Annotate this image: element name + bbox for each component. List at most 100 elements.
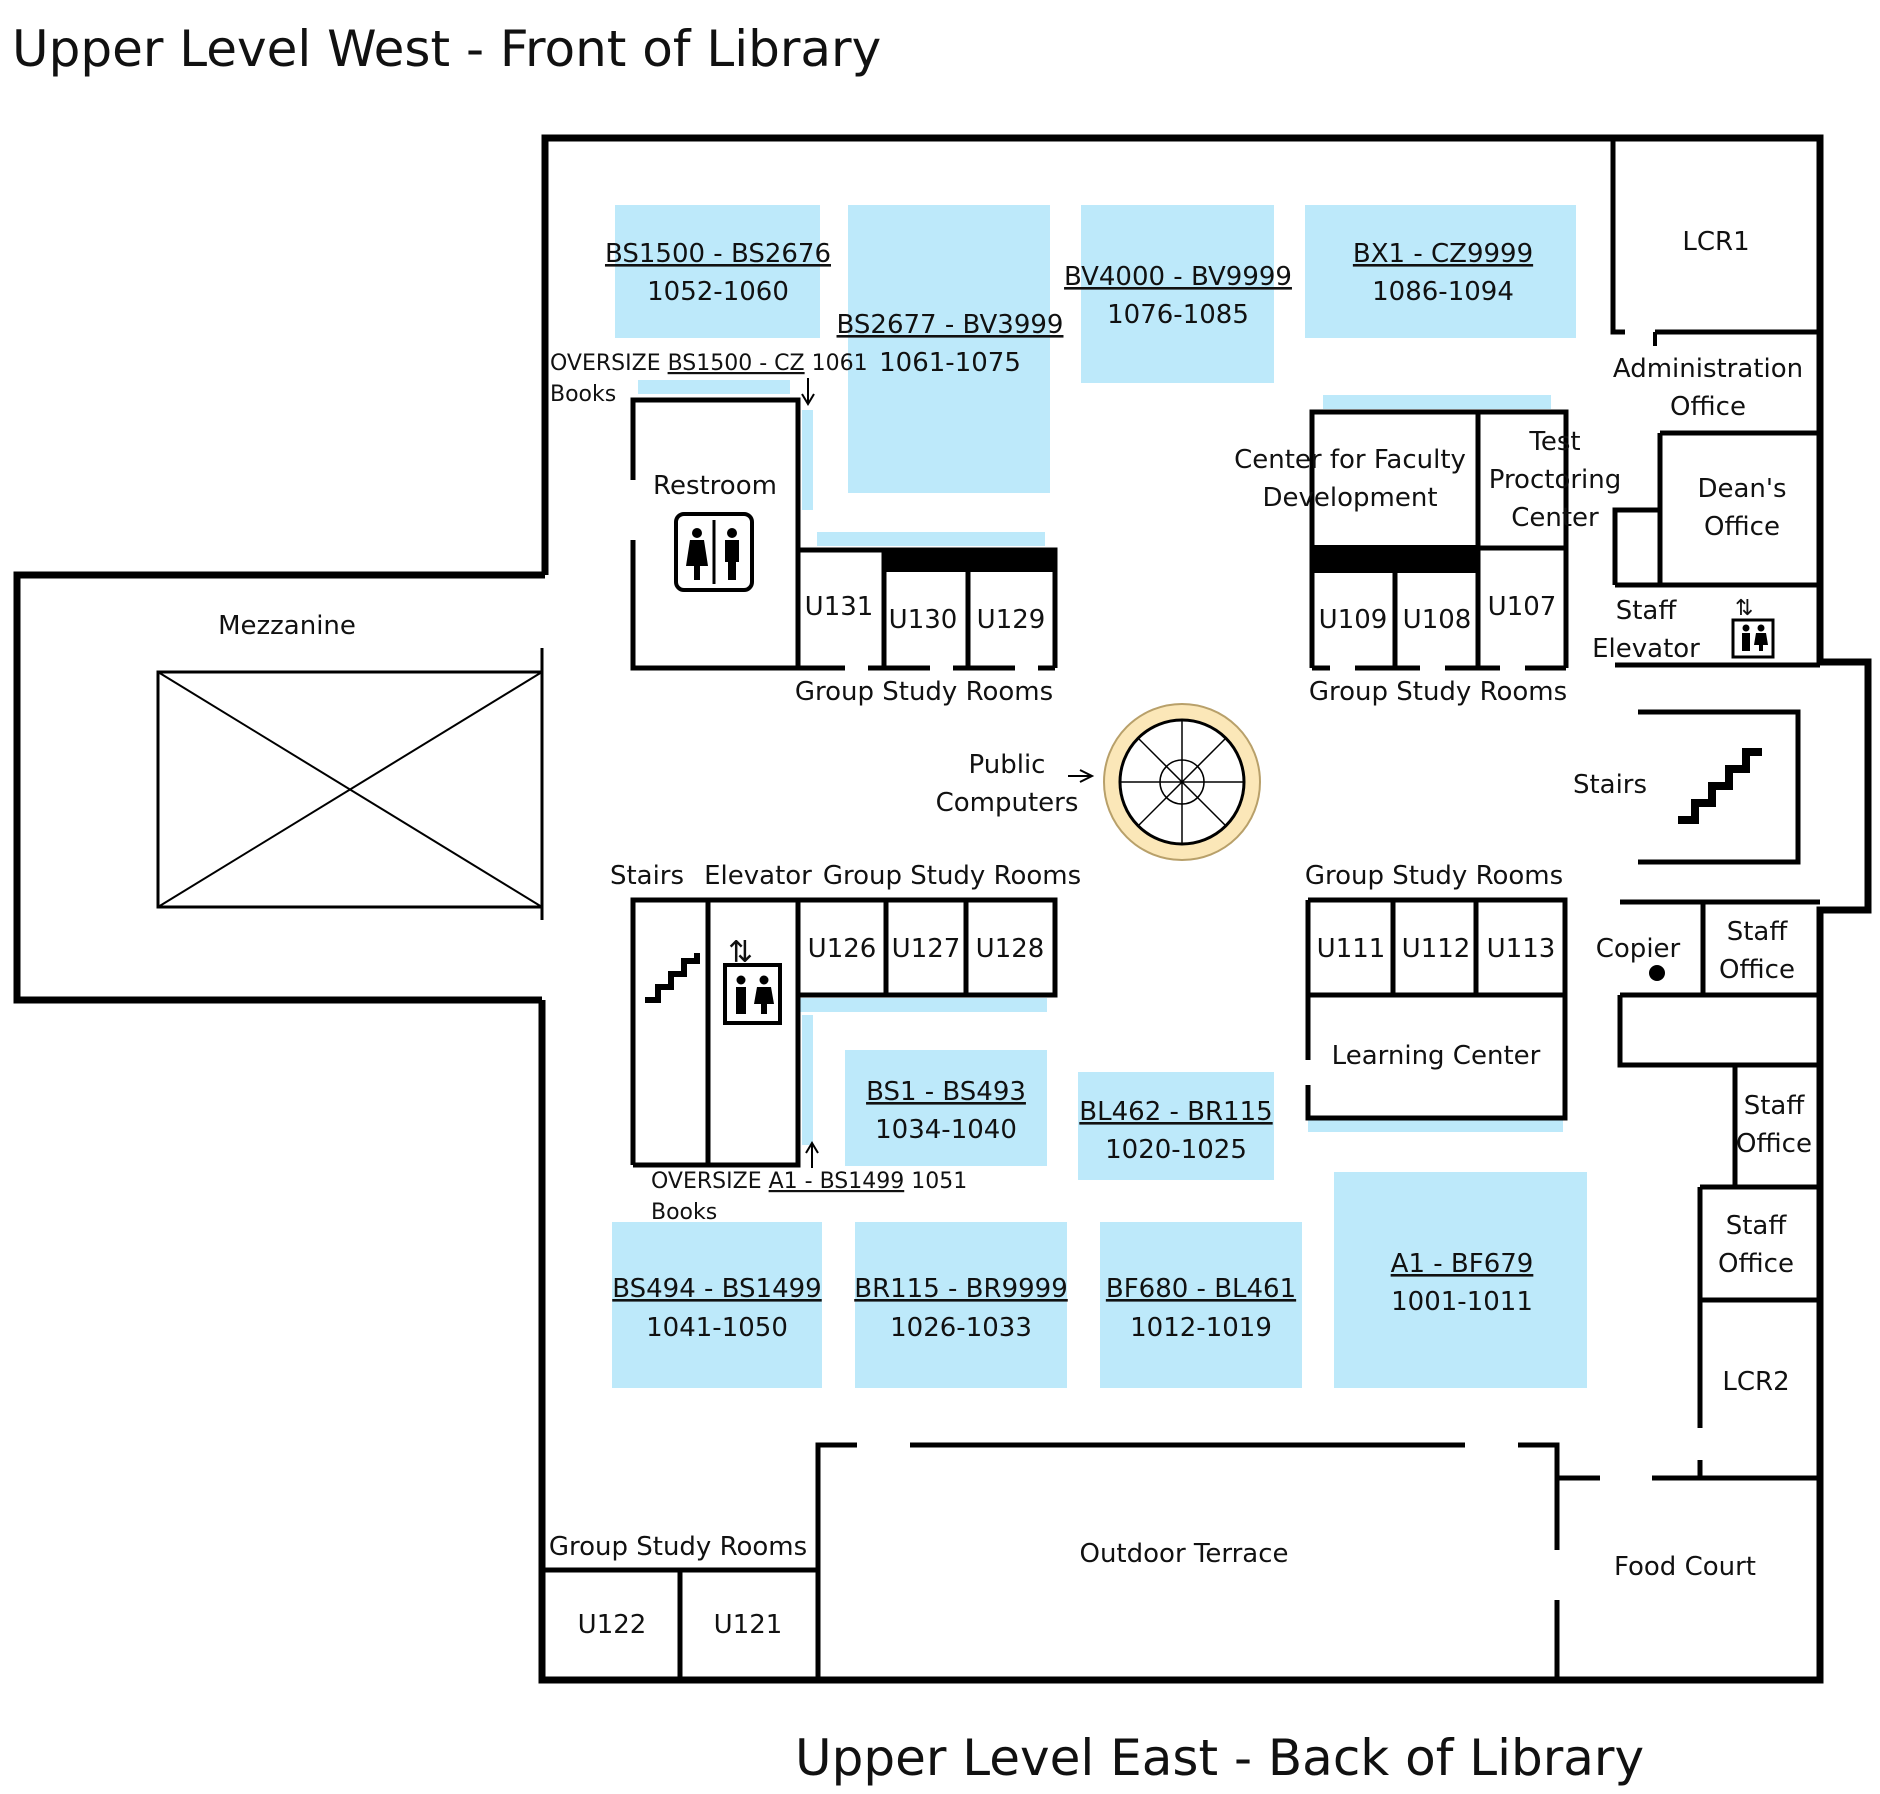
elevator-arrows-icon: ⇅ bbox=[728, 935, 753, 970]
restroom-icon bbox=[692, 528, 702, 538]
map-title-bottom: Upper Level East - Back of Library bbox=[795, 1729, 1644, 1787]
study-room[interactable]: U107 bbox=[1488, 592, 1557, 622]
study-room[interactable]: U122 bbox=[578, 1610, 647, 1640]
room-label-admin: Office bbox=[1670, 392, 1746, 422]
mezzanine-wall bbox=[13, 571, 545, 1004]
staff-office-wall bbox=[1697, 1187, 1820, 1303]
shelf-area[interactable] bbox=[615, 205, 820, 338]
room-label-admin: Administration bbox=[1613, 354, 1803, 384]
room-label-staff-elevator: Staff bbox=[1616, 596, 1678, 626]
shelf-rows: 1034-1040 bbox=[875, 1115, 1017, 1145]
stairs-icon bbox=[645, 953, 700, 1003]
shelf-range: BR115 - BR9999 bbox=[854, 1274, 1068, 1304]
mezzanine-void bbox=[156, 670, 544, 909]
room-label-stairs: Stairs bbox=[1573, 770, 1647, 800]
room-label-test: Proctoring bbox=[1489, 465, 1622, 495]
elevator-icon bbox=[1757, 624, 1765, 632]
dean-wall bbox=[1657, 433, 1820, 588]
shelf-rows: 1061-1075 bbox=[879, 348, 1021, 378]
room-label-public-computers: Public bbox=[969, 750, 1046, 780]
shelf-rows: 1076-1085 bbox=[1107, 300, 1249, 330]
gsr-label: Group Study Rooms bbox=[1309, 677, 1567, 707]
room-label-dean: Office bbox=[1704, 512, 1780, 542]
room-label-staff-elevator: Elevator bbox=[1592, 634, 1700, 664]
shelf-area[interactable] bbox=[1100, 1222, 1302, 1388]
shelf-rows: 1001-1011 bbox=[1391, 1287, 1533, 1317]
room-label-dean: Dean's bbox=[1697, 474, 1786, 504]
room-label-staff-office: Staff bbox=[1744, 1091, 1806, 1121]
room-label-staff-office: Office bbox=[1719, 955, 1795, 985]
shelf-area[interactable] bbox=[848, 205, 1050, 493]
copier-icon bbox=[1649, 965, 1665, 981]
room-label-staff-office: Staff bbox=[1727, 917, 1789, 947]
elevator-icon bbox=[736, 975, 746, 985]
gsr-label: Group Study Rooms bbox=[1305, 861, 1563, 891]
study-room[interactable]: U111 bbox=[1317, 934, 1386, 964]
stairs-east-wall bbox=[1638, 709, 1801, 865]
shelf-rows: 1086-1094 bbox=[1372, 277, 1514, 307]
shelf-area[interactable] bbox=[1078, 1072, 1274, 1180]
room-label-test: Center bbox=[1511, 503, 1599, 533]
elevator-arrows-icon: ⇅ bbox=[1735, 596, 1753, 621]
shelf-area[interactable] bbox=[1081, 205, 1274, 383]
shelf-range: BX1 - CZ9999 bbox=[1353, 239, 1533, 269]
shelf-strip bbox=[800, 998, 1047, 1012]
study-room[interactable]: U129 bbox=[977, 605, 1046, 635]
shelf-area[interactable] bbox=[845, 1050, 1047, 1166]
gsr-label: Group Study Rooms bbox=[823, 861, 1081, 891]
room-label-public-computers: Computers bbox=[936, 788, 1079, 818]
shelf-range: BS1500 - BS2676 bbox=[605, 239, 831, 269]
study-room[interactable]: U127 bbox=[892, 934, 961, 964]
shelf-range: BF680 - BL461 bbox=[1106, 1274, 1296, 1304]
gsr-wall bbox=[1305, 897, 1568, 1121]
study-room[interactable]: U126 bbox=[808, 934, 877, 964]
restroom-icon bbox=[727, 528, 737, 538]
oversize-label: OVERSIZE A1 - BS1499 1051 bbox=[651, 1169, 967, 1194]
room-label-staff-office: Office bbox=[1718, 1249, 1794, 1279]
restroom-icon bbox=[686, 540, 708, 580]
room-label-food-court: Food Court bbox=[1614, 1552, 1756, 1582]
shelf-area[interactable] bbox=[612, 1222, 822, 1388]
shelf-area[interactable] bbox=[855, 1222, 1067, 1388]
study-room[interactable]: U121 bbox=[714, 1610, 783, 1640]
elevator-icon bbox=[1742, 633, 1750, 651]
oversize-label: OVERSIZE BS1500 - CZ 1061 bbox=[550, 351, 868, 376]
oversize-books-label: Books bbox=[550, 382, 616, 407]
study-room[interactable]: U109 bbox=[1319, 605, 1388, 635]
elevator-icon bbox=[1731, 618, 1775, 659]
shelf-range: A1 - BF679 bbox=[1391, 1249, 1534, 1279]
elevator-icon bbox=[1742, 624, 1750, 632]
shelf-rows: 1026-1033 bbox=[890, 1313, 1032, 1343]
shelf-range: BV4000 - BV9999 bbox=[1064, 262, 1292, 292]
shelf-strip bbox=[817, 532, 1045, 546]
staff-office-wall bbox=[1617, 995, 1738, 1185]
oversize-books-label: Books bbox=[651, 1200, 717, 1225]
elevator-icon bbox=[759, 975, 769, 985]
shelf-rows: 1041-1050 bbox=[646, 1313, 788, 1343]
study-room[interactable]: U113 bbox=[1487, 934, 1556, 964]
shelf-range: BS2677 - BV3999 bbox=[837, 310, 1064, 340]
lcr1-wall bbox=[1610, 138, 1625, 335]
shelf-area[interactable] bbox=[1305, 205, 1576, 338]
room-label-lcr1: LCR1 bbox=[1682, 227, 1749, 257]
shelf-area[interactable] bbox=[1334, 1172, 1587, 1388]
shelf-strip bbox=[1323, 395, 1551, 409]
room-label-test: Test bbox=[1528, 427, 1580, 457]
cfd-wall bbox=[1309, 409, 1569, 668]
elevator-icon bbox=[1754, 633, 1768, 651]
room-label-elevator: Elevator bbox=[704, 861, 812, 891]
room-label-lcr2: LCR2 bbox=[1722, 1367, 1789, 1397]
room-label-learning-center: Learning Center bbox=[1332, 1041, 1541, 1071]
study-room[interactable]: U128 bbox=[976, 934, 1045, 964]
study-room[interactable]: U131 bbox=[805, 592, 874, 622]
study-room[interactable]: U130 bbox=[889, 605, 958, 635]
room-label-staff-office: Office bbox=[1736, 1129, 1812, 1159]
restroom-icon bbox=[725, 540, 739, 580]
study-room[interactable]: U108 bbox=[1403, 605, 1472, 635]
gsr-label: Group Study Rooms bbox=[549, 1532, 807, 1562]
stairs-icon bbox=[1678, 748, 1762, 824]
shelf-strip bbox=[1308, 1118, 1563, 1132]
study-room[interactable]: U112 bbox=[1402, 934, 1471, 964]
room-label-restroom: Restroom bbox=[653, 471, 777, 501]
